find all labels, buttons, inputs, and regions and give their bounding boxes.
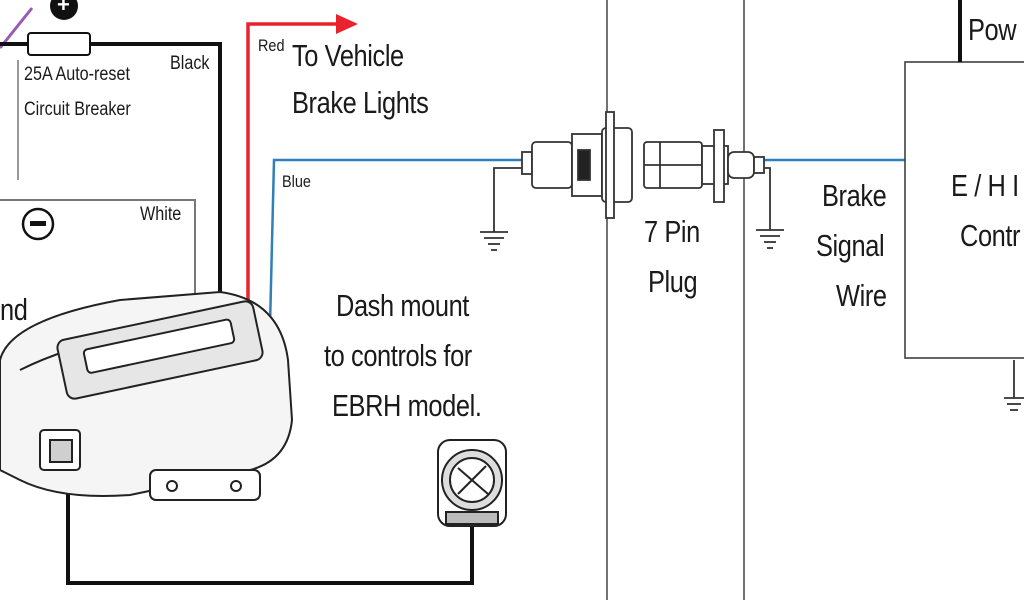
purple-wire (0, 7, 34, 49)
black-wire-label: Black (170, 53, 210, 74)
dash-mount-label-3: EBRH model. (332, 388, 482, 423)
black-wire (0, 42, 474, 585)
eh-control-box (904, 61, 1024, 359)
dash-mount-label-1: Dash mount (336, 288, 469, 323)
plus-sign: + (57, 0, 70, 17)
breaker-rating-label: 25A Auto-reset (24, 64, 130, 85)
breaker-name-label: Circuit Breaker (24, 99, 131, 120)
minus-terminal-icon (21, 207, 55, 241)
red-wire-label: Red (258, 36, 285, 55)
plug-label-1: 7 Pin (644, 214, 700, 249)
left-cut-label: nd (0, 292, 28, 327)
blue-wire-label: Blue (282, 172, 311, 191)
to-vehicle-label: To Vehicle (292, 38, 404, 73)
plug-label-2: Plug (648, 264, 698, 299)
plus-terminal-icon (50, 0, 78, 20)
brake-controller-icon (0, 290, 294, 501)
brake-signal-label-1: Brake (822, 178, 887, 213)
eh-control-label-1: E / H I (951, 168, 1019, 203)
power-label: Pow (968, 12, 1017, 47)
brake-signal-label-3: Wire (836, 278, 887, 313)
ground-symbol-icon (480, 167, 525, 251)
dash-knob-icon (437, 439, 507, 527)
blue-wire (268, 158, 905, 327)
dash-mount-label-2: to controls for (324, 338, 472, 373)
ground-symbol-icon (1004, 360, 1024, 411)
brake-signal-label-2: Signal (816, 228, 885, 263)
white-wire (0, 199, 196, 300)
white-wire-label: White (140, 204, 182, 225)
seven-pin-plug-icon (521, 111, 765, 219)
circuit-breaker-icon (27, 32, 91, 56)
eh-control-label-2: Contr (960, 218, 1021, 253)
brake-lights-label: Brake Lights (292, 85, 429, 120)
ground-symbol-icon (756, 167, 784, 249)
red-wire (246, 14, 358, 318)
